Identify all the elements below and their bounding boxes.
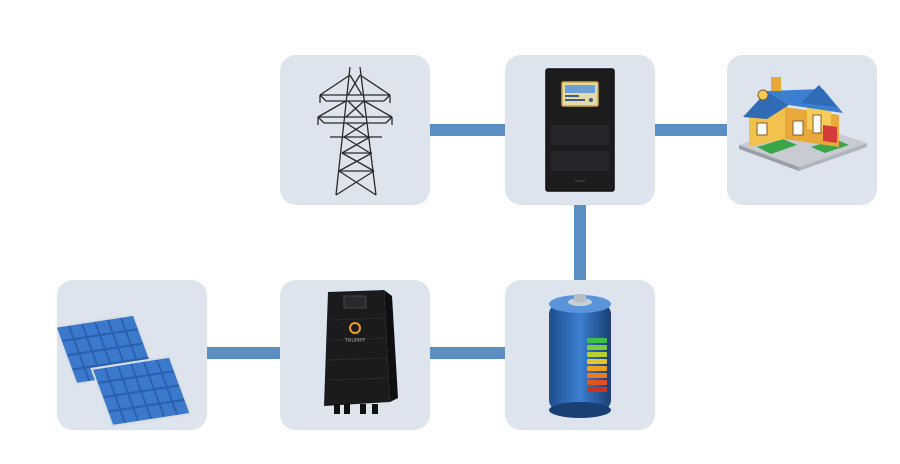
link-pv-inverter-battery [428, 347, 506, 359]
pv-inverter-brand-label: TRUMPF [344, 338, 366, 344]
link-grid-hybrid-inverter [428, 124, 506, 136]
pv-inverter-icon: TRUMPF [324, 290, 398, 414]
link-hybrid-inverter-house [653, 124, 729, 136]
battery-tile [505, 280, 655, 430]
battery-icon [549, 294, 611, 418]
power-tower-icon [317, 66, 393, 196]
solar-panels-tile [57, 280, 207, 430]
link-hybrid-inverter-battery [574, 202, 586, 282]
hybrid-inverter-tile [505, 55, 655, 205]
house-icon [739, 77, 867, 171]
link-solar-pv-inverter [207, 347, 282, 359]
hybrid-inverter-icon [545, 68, 615, 192]
pv-inverter-tile: TRUMPF [280, 280, 430, 430]
grid-tile [280, 55, 430, 205]
solar-panel-icon [57, 313, 192, 428]
house-tile [727, 55, 877, 205]
